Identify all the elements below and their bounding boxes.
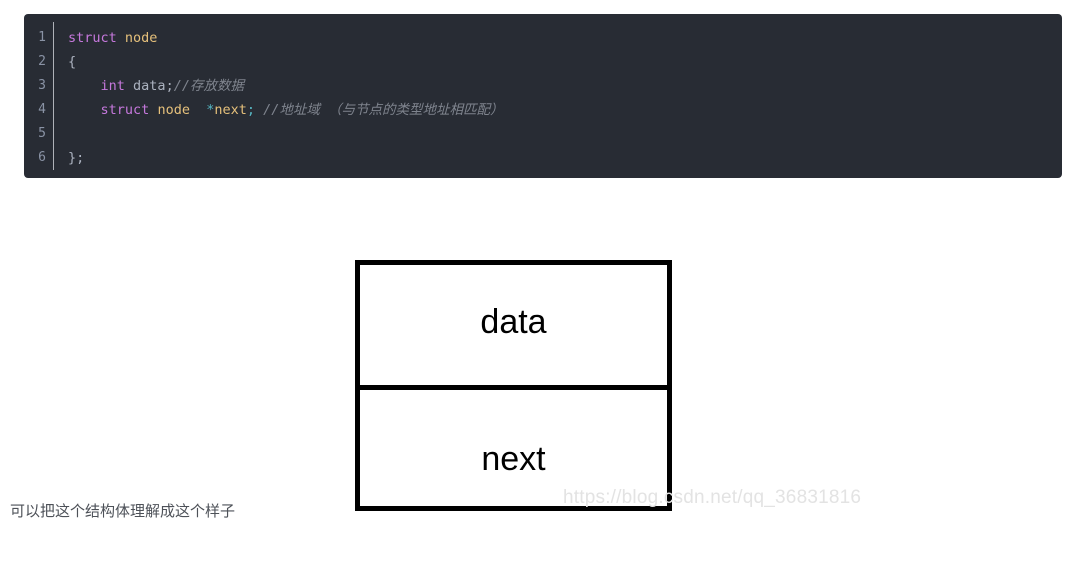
- line-number: 4: [38, 102, 46, 117]
- code-gutter: 1 2 3 4 5 6: [24, 14, 54, 178]
- struct-node-diagram: data next: [355, 260, 672, 511]
- code-block: 1 2 3 4 5 6 struct node { int data;//存放数…: [24, 14, 1062, 178]
- line-number: 3: [38, 78, 46, 93]
- code-token-op: ;: [246, 102, 256, 118]
- caption-text: 可以把这个结构体理解成这个样子: [10, 502, 236, 520]
- code-token-type: node: [157, 102, 190, 118]
- code-token-comment: //存放数据: [173, 78, 244, 94]
- code-token-keyword: struct: [68, 30, 117, 46]
- code-token-plain: [125, 78, 133, 94]
- code-token-plain: [117, 30, 125, 46]
- code-content[interactable]: struct node { int data;//存放数据 struct nod…: [54, 14, 1062, 178]
- line-number: 5: [38, 126, 46, 141]
- code-token-op: *: [206, 102, 215, 118]
- code-token-punc: };: [68, 150, 85, 166]
- code-token-punc: ;: [165, 78, 174, 94]
- code-line: [68, 122, 1062, 146]
- code-token-plain: [255, 102, 263, 118]
- code-line: int data;//存放数据: [68, 74, 1062, 98]
- code-token-type: node: [124, 30, 158, 46]
- code-token-type: next: [214, 102, 247, 118]
- code-token-plain: [190, 102, 206, 118]
- code-line: };: [68, 146, 1062, 170]
- code-token-comment: //地址域 （与节点的类型地址相匹配）: [263, 102, 504, 118]
- code-token-plain: [68, 102, 101, 118]
- struct-cell-next-label: next: [481, 440, 546, 478]
- struct-cell-data-label: data: [480, 303, 547, 341]
- code-token-plain: [68, 78, 101, 94]
- code-token-ident: data: [133, 78, 166, 94]
- code-line: struct node: [68, 26, 1062, 50]
- code-token-keyword: struct: [100, 102, 150, 118]
- line-number: 2: [38, 54, 46, 69]
- code-line: struct node *next; //地址域 （与节点的类型地址相匹配）: [68, 98, 1062, 122]
- code-line: {: [68, 50, 1062, 74]
- line-number: 1: [38, 30, 46, 45]
- struct-cell-data: data: [360, 265, 667, 390]
- struct-cell-next: next: [360, 390, 667, 506]
- code-token-keyword: int: [100, 78, 125, 94]
- code-token-punc: {: [68, 54, 77, 70]
- line-number: 6: [38, 150, 46, 165]
